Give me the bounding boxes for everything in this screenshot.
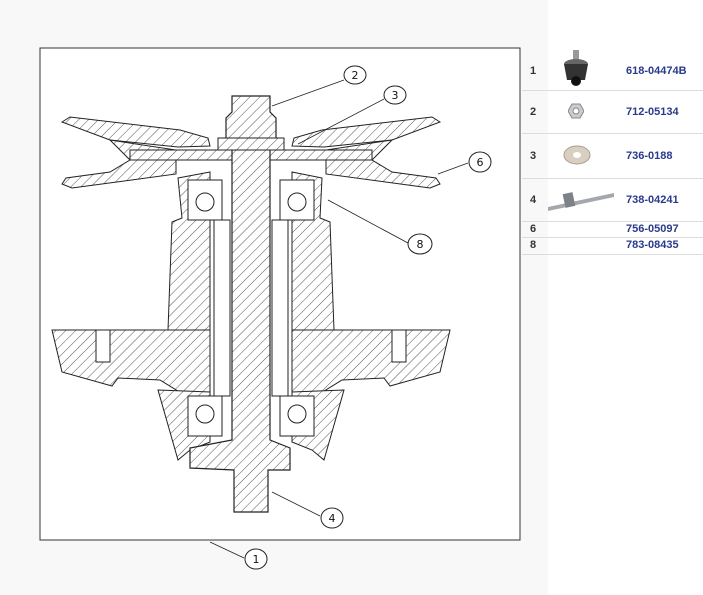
part-code-link[interactable]: 736-0188	[626, 150, 673, 162]
svg-text:3: 3	[392, 89, 399, 102]
parts-row[interactable]: 1 618-04474B	[522, 48, 703, 91]
spindle-exploded-diagram: 2 3 6 8 4 1	[39, 47, 521, 570]
spacer-right	[271, 219, 289, 397]
bolt-hole-left	[95, 329, 111, 363]
part-code-link[interactable]: 783-08435	[626, 239, 679, 251]
parts-row[interactable]: 3 736-0188	[522, 134, 703, 179]
parts-row[interactable]: 2 712-05134	[522, 91, 703, 134]
deck-flange-left	[51, 329, 211, 397]
svg-text:2: 2	[352, 69, 359, 82]
part-code-link[interactable]: 756-05097	[626, 223, 679, 235]
spindle-assembly-icon	[564, 50, 588, 86]
parts-row[interactable]: 4 738-04241	[522, 179, 703, 222]
callout-8: 8	[407, 233, 433, 255]
hex-nut-icon	[568, 103, 584, 119]
parts-row[interactable]: 6 756-05097	[522, 222, 703, 238]
part-code-link[interactable]: 712-05134	[626, 106, 679, 118]
part-number: 1	[530, 65, 537, 77]
svg-text:8: 8	[417, 238, 424, 251]
callout-3: 3	[383, 85, 407, 105]
top-washer	[217, 137, 285, 151]
shaft-icon	[548, 192, 614, 211]
bolt-hole-right	[391, 329, 407, 363]
callout-1: 1	[244, 548, 268, 570]
deck-flange-right	[291, 329, 451, 397]
pulley-upper-left	[60, 116, 211, 148]
callout-2: 2	[343, 65, 367, 85]
part-code-link[interactable]: 738-04241	[626, 194, 679, 206]
part-number: 2	[530, 106, 537, 118]
svg-text:6: 6	[477, 156, 484, 169]
part-number: 8	[530, 239, 537, 251]
svg-text:4: 4	[329, 512, 336, 525]
pulley-upper-right	[291, 116, 442, 148]
washer-icon	[563, 145, 591, 165]
spacer-left	[213, 219, 231, 397]
part-number: 3	[530, 150, 537, 162]
part-number: 6	[530, 223, 537, 235]
callout-6: 6	[468, 151, 492, 173]
part-code-link[interactable]: 618-04474B	[626, 65, 687, 77]
parts-list: 1 618-04474B 2 712-05134 3 736-0188 4 73…	[522, 48, 703, 255]
parts-row[interactable]: 8 783-08435	[522, 238, 703, 255]
callout-4: 4	[320, 507, 344, 529]
svg-text:1: 1	[253, 553, 260, 566]
part-number: 4	[530, 194, 537, 206]
